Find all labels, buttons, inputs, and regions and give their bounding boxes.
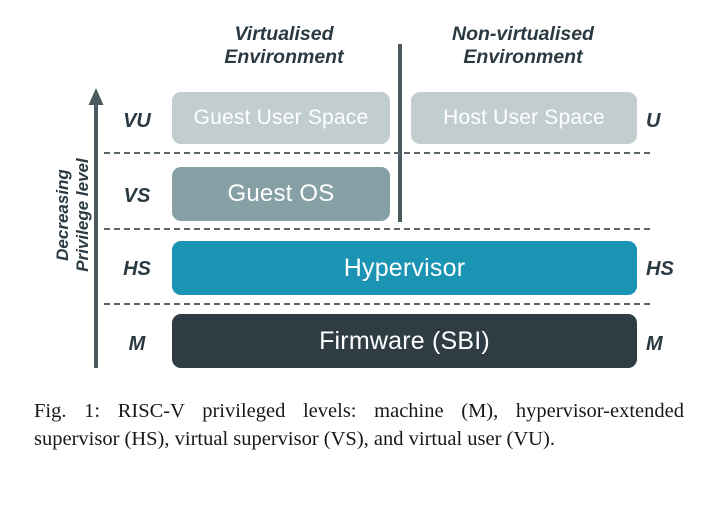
layer-box-guest-user-space: Guest User Space — [172, 92, 390, 144]
level-label-right-u: U — [646, 110, 661, 132]
band-divider-hs-m — [104, 303, 650, 305]
axis-caption-decreasing-privilege-level: Decreasing Privilege level — [53, 158, 92, 272]
band-divider-vu-vs — [104, 152, 650, 154]
level-label-right-m: M — [646, 333, 663, 355]
column-header-non-virtualised-environment: Non-virtualised Environment — [452, 23, 594, 68]
level-label-m: M — [128, 333, 146, 355]
level-label-right-hs: HS — [646, 258, 674, 280]
layer-box-host-user-space: Host User Space — [411, 92, 637, 144]
figure-risc-v-privilege-levels: Virtualised Environment Non-virtualised … — [53, 23, 674, 368]
level-label-hs: HS — [123, 258, 151, 280]
figure-caption: Fig. 1: RISC-V privileged levels: machin… — [34, 400, 684, 450]
layer-box-hypervisor: Hypervisor — [172, 241, 637, 295]
level-label-vs: VS — [123, 185, 151, 207]
level-label-vu: VU — [123, 110, 151, 132]
layer-box-guest-os: Guest OS — [172, 167, 390, 221]
layer-box-firmware: Firmware (SBI) — [172, 314, 637, 368]
column-header-virtualised-environment: Virtualised Environment — [224, 23, 344, 68]
environment-divider — [398, 44, 402, 222]
decreasing-privilege-arrow-icon — [88, 88, 104, 368]
band-divider-vs-hs — [104, 228, 650, 230]
